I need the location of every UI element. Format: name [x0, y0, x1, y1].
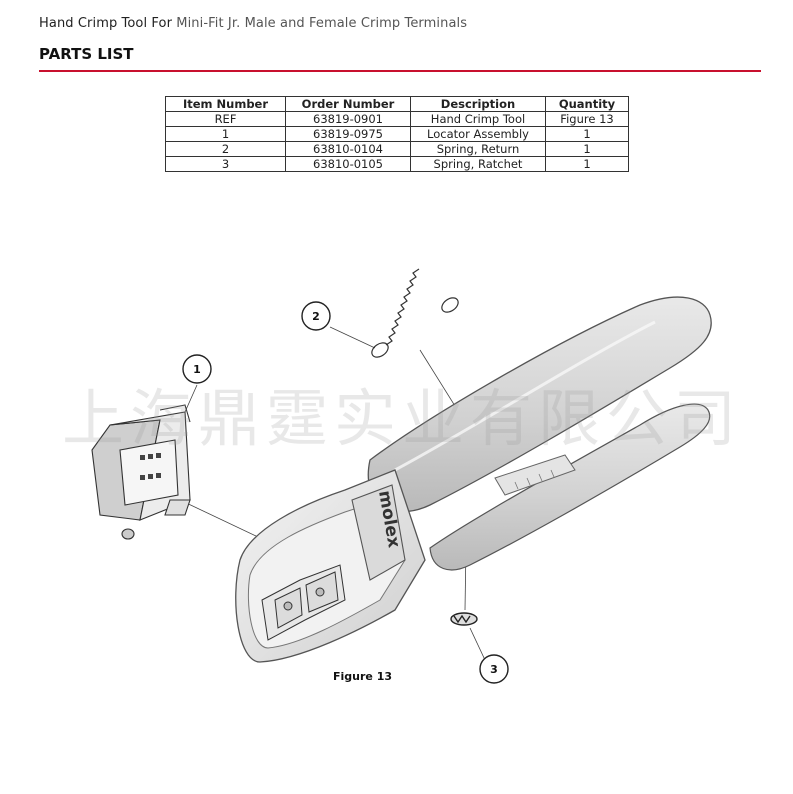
- title-divider: [39, 70, 761, 72]
- upper-handle: [367, 296, 712, 513]
- table-cell: REF: [165, 111, 286, 127]
- table-row: 3 63810-0105 Spring, Ratchet 1: [165, 156, 629, 172]
- return-spring: [371, 268, 459, 358]
- table-cell: 63810-0105: [285, 156, 411, 172]
- table-cell: 63810-0104: [285, 141, 411, 157]
- table-cell: 2: [165, 141, 286, 157]
- figure-caption: Figure 13: [333, 670, 393, 683]
- table-cell: 63819-0975: [285, 126, 411, 142]
- table-row: 1 63819-0975 Locator Assembly 1: [165, 126, 629, 142]
- locator-assembly: [91, 404, 191, 540]
- table-row: 2 63810-0104 Spring, Return 1: [165, 141, 629, 157]
- crimp-tool-illustration: molex 1 2 3: [91, 268, 712, 684]
- table-cell: Figure 13: [545, 111, 629, 127]
- table-cell: Spring, Return: [410, 141, 546, 157]
- table-cell: Locator Assembly: [410, 126, 546, 142]
- callout-1: 1: [182, 354, 212, 384]
- table-cell: 63819-0901: [285, 111, 411, 127]
- table-cell: 1: [165, 126, 286, 142]
- table-cell: Spring, Ratchet: [410, 156, 546, 172]
- callout-2: 2: [301, 301, 331, 331]
- table-header-row: Item Number Order Number Description Qua…: [165, 96, 629, 112]
- column-header: Description: [410, 96, 546, 112]
- watermark: 上海鼎霆实业有限公司: [62, 382, 743, 455]
- crimp-die: [261, 564, 346, 641]
- column-header: Quantity: [545, 96, 629, 112]
- table-cell: 1: [545, 156, 629, 172]
- column-header: Order Number: [285, 96, 411, 112]
- table-cell: 1: [545, 141, 629, 157]
- table-cell: 3: [165, 156, 286, 172]
- parts-table: Item Number Order Number Description Qua…: [165, 96, 629, 172]
- table-cell: Hand Crimp Tool: [410, 111, 546, 127]
- ratchet-spring: [450, 612, 478, 626]
- callout-1-label: 1: [193, 363, 201, 376]
- column-header: Item Number: [165, 96, 286, 112]
- section-title: PARTS LIST: [39, 45, 134, 63]
- document-title: Hand Crimp Tool For Mini-Fit Jr. Male an…: [39, 16, 467, 31]
- title-lead: Hand Crimp Tool For: [39, 16, 177, 31]
- table-row: REF 63819-0901 Hand Crimp Tool Figure 13: [165, 111, 629, 127]
- table-cell: 1: [545, 126, 629, 142]
- title-rest: Mini-Fit Jr. Male and Female Crimp Termi…: [176, 16, 468, 31]
- callout-3-label: 3: [490, 663, 498, 676]
- ratchet-plate: [494, 454, 576, 496]
- callout-3: 3: [479, 654, 509, 684]
- callout-2-label: 2: [312, 310, 320, 323]
- brand-plate: [351, 484, 406, 581]
